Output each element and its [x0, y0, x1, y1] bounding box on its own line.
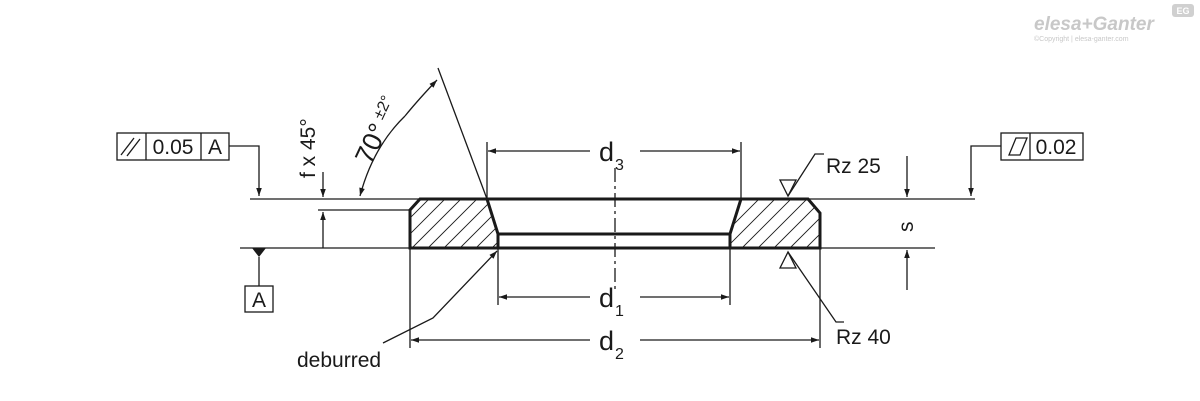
brand-logo-text: elesa+Ganter [1034, 14, 1155, 35]
d2-label: d [599, 326, 614, 356]
parallelism-value: 0.05 [153, 136, 194, 159]
reference-lines [240, 198, 975, 249]
roughness-bottom: Rz 40 [778, 250, 891, 349]
chamfer-label: f x 45° [297, 118, 320, 178]
parallelism-frame: 0.05 A [116, 132, 262, 196]
washer-section [408, 168, 822, 290]
dimension-d3: d 3 [486, 137, 742, 199]
deburred-callout: deburred [297, 250, 498, 372]
deburred-label: deburred [297, 349, 381, 372]
d2-subscript: 2 [615, 346, 624, 363]
rz-top-label: Rz 25 [826, 155, 881, 178]
parallelism-icon [120, 137, 141, 157]
dimension-d1: d 1 [497, 248, 731, 320]
datum-a-symbol: A [244, 248, 274, 313]
angle-value: 70° [349, 119, 393, 169]
flatness-icon [1008, 137, 1028, 156]
chamfer-callout: f x 45° [297, 118, 326, 248]
d1-subscript: 1 [615, 303, 624, 320]
flatness-value: 0.02 [1036, 136, 1077, 159]
d3-subscript: 3 [615, 157, 624, 174]
d3-label: d [599, 137, 614, 167]
brand-badge: EG [1176, 6, 1189, 16]
datum-label: A [252, 289, 266, 312]
brand-logo: elesa+Ganter EG ©Copyright | elesa-gante… [1034, 4, 1194, 43]
hatch-right [730, 199, 820, 248]
washer-bore [485, 198, 743, 248]
flatness-frame: 0.02 [968, 132, 1084, 196]
copyright-text: ©Copyright | elesa-ganter.com [1034, 35, 1129, 43]
rz-bottom-label: Rz 40 [836, 326, 891, 349]
parallelism-datum: A [208, 136, 222, 159]
roughness-top: Rz 25 [778, 153, 881, 198]
angle-tolerance: ±2° [371, 93, 397, 122]
dimension-s: s [895, 156, 918, 290]
s-label: s [895, 222, 918, 233]
angle-callout: 70° ±2° [349, 67, 488, 200]
hatch-left [410, 199, 498, 248]
d1-label: d [599, 283, 614, 313]
